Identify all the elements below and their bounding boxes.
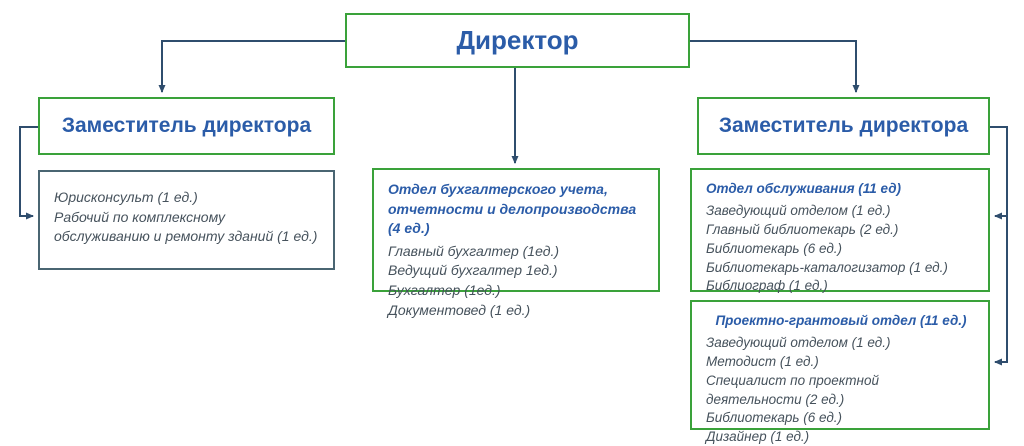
service-department-box: Отдел обслуживания (11 ед) Заведующий от… <box>690 168 990 293</box>
legal-staff-box: Юрисконсульт (1 ед.) Рабочий по комплекс… <box>38 170 335 270</box>
service-item: Библиотекарь-каталогизатор (1 ед.) <box>706 259 948 275</box>
deputy-director-right-box: Заместитель директора <box>697 97 990 155</box>
project-item: Методист (1 ед.) <box>706 353 819 369</box>
accounting-item: Главный бухгалтер (1ед.) <box>388 242 560 259</box>
service-item: Главный библиотекарь (2 ед.) <box>706 221 899 237</box>
connector-deputy-right-to-service <box>990 126 1008 220</box>
connector-director-to-deputy-right <box>690 40 860 93</box>
accounting-item: Бухгалтер (1ед.) <box>388 281 501 298</box>
service-item: Библиотекарь (6 ед.) <box>706 240 843 256</box>
director-box: Директор <box>345 13 690 68</box>
service-item: Заведующий отделом (1 ед.) <box>706 202 891 218</box>
accounting-department-box: Отдел бухгалтерского учета, отчетности и… <box>372 168 660 318</box>
deputy-director-left-box: Заместитель директора <box>38 97 335 155</box>
service-department-title: Отдел обслуживания (11 ед) <box>706 181 902 196</box>
legal-item: Рабочий по комплексному обслуживанию и р… <box>54 208 318 245</box>
connector-director-to-deputy-left <box>158 40 345 93</box>
project-item: Заведующий отделом (1 ед.) <box>706 334 891 350</box>
connector-deputy-right-to-project <box>994 216 1008 366</box>
project-grant-department-title: Проектно-грантовый отдел (11 ед.) <box>715 313 967 328</box>
project-item: Дизайнер (1 ед.) <box>706 429 810 445</box>
accounting-item: Документовед (1 ед.) <box>388 301 531 318</box>
deputy-director-left-label: Заместитель директора <box>61 114 312 137</box>
legal-item: Юрисконсульт (1 ед.) <box>54 189 198 205</box>
accounting-item: Ведущий бухгалтер 1ед.) <box>388 262 558 279</box>
project-item: Специалист по проектной деятельности (2 … <box>706 372 879 407</box>
accounting-department-title: Отдел бухгалтерского учета, отчетности и… <box>388 181 637 237</box>
project-grant-department-box: Проектно-грантовый отдел (11 ед.) Заведу… <box>690 300 990 444</box>
director-label: Директор <box>456 25 579 55</box>
deputy-director-right-label: Заместитель директора <box>718 114 969 137</box>
project-item: Библиотекарь (6 ед.) <box>706 410 843 426</box>
service-item: Библиограф (1 ед.) <box>706 278 828 294</box>
connector-deputy-left-to-legal <box>19 126 38 220</box>
